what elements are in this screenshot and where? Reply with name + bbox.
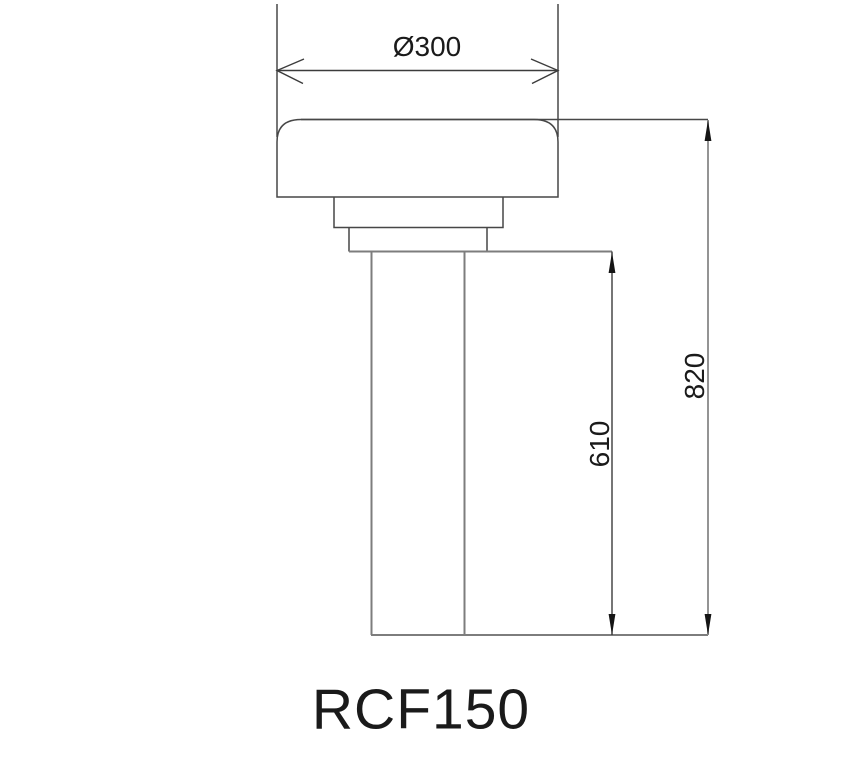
product-code-label: RCF150 — [311, 677, 531, 742]
height-820-label: 820 — [679, 352, 710, 400]
height-820-arrow-top-icon — [704, 120, 712, 141]
cap-outline — [276, 118, 559, 198]
diameter-label: Ø300 — [392, 31, 462, 62]
height-610-label: 610 — [584, 420, 615, 468]
diameter-arrow-left-icon — [275, 58, 305, 85]
step1-outline — [333, 197, 504, 229]
step2-outline — [348, 227, 488, 252]
diameter-arrow-right-icon — [530, 58, 560, 85]
height-610-arrow-bottom-icon — [608, 614, 616, 635]
height-820-arrow-bottom-icon — [704, 614, 712, 635]
height-610-arrow-top-icon — [608, 252, 616, 273]
